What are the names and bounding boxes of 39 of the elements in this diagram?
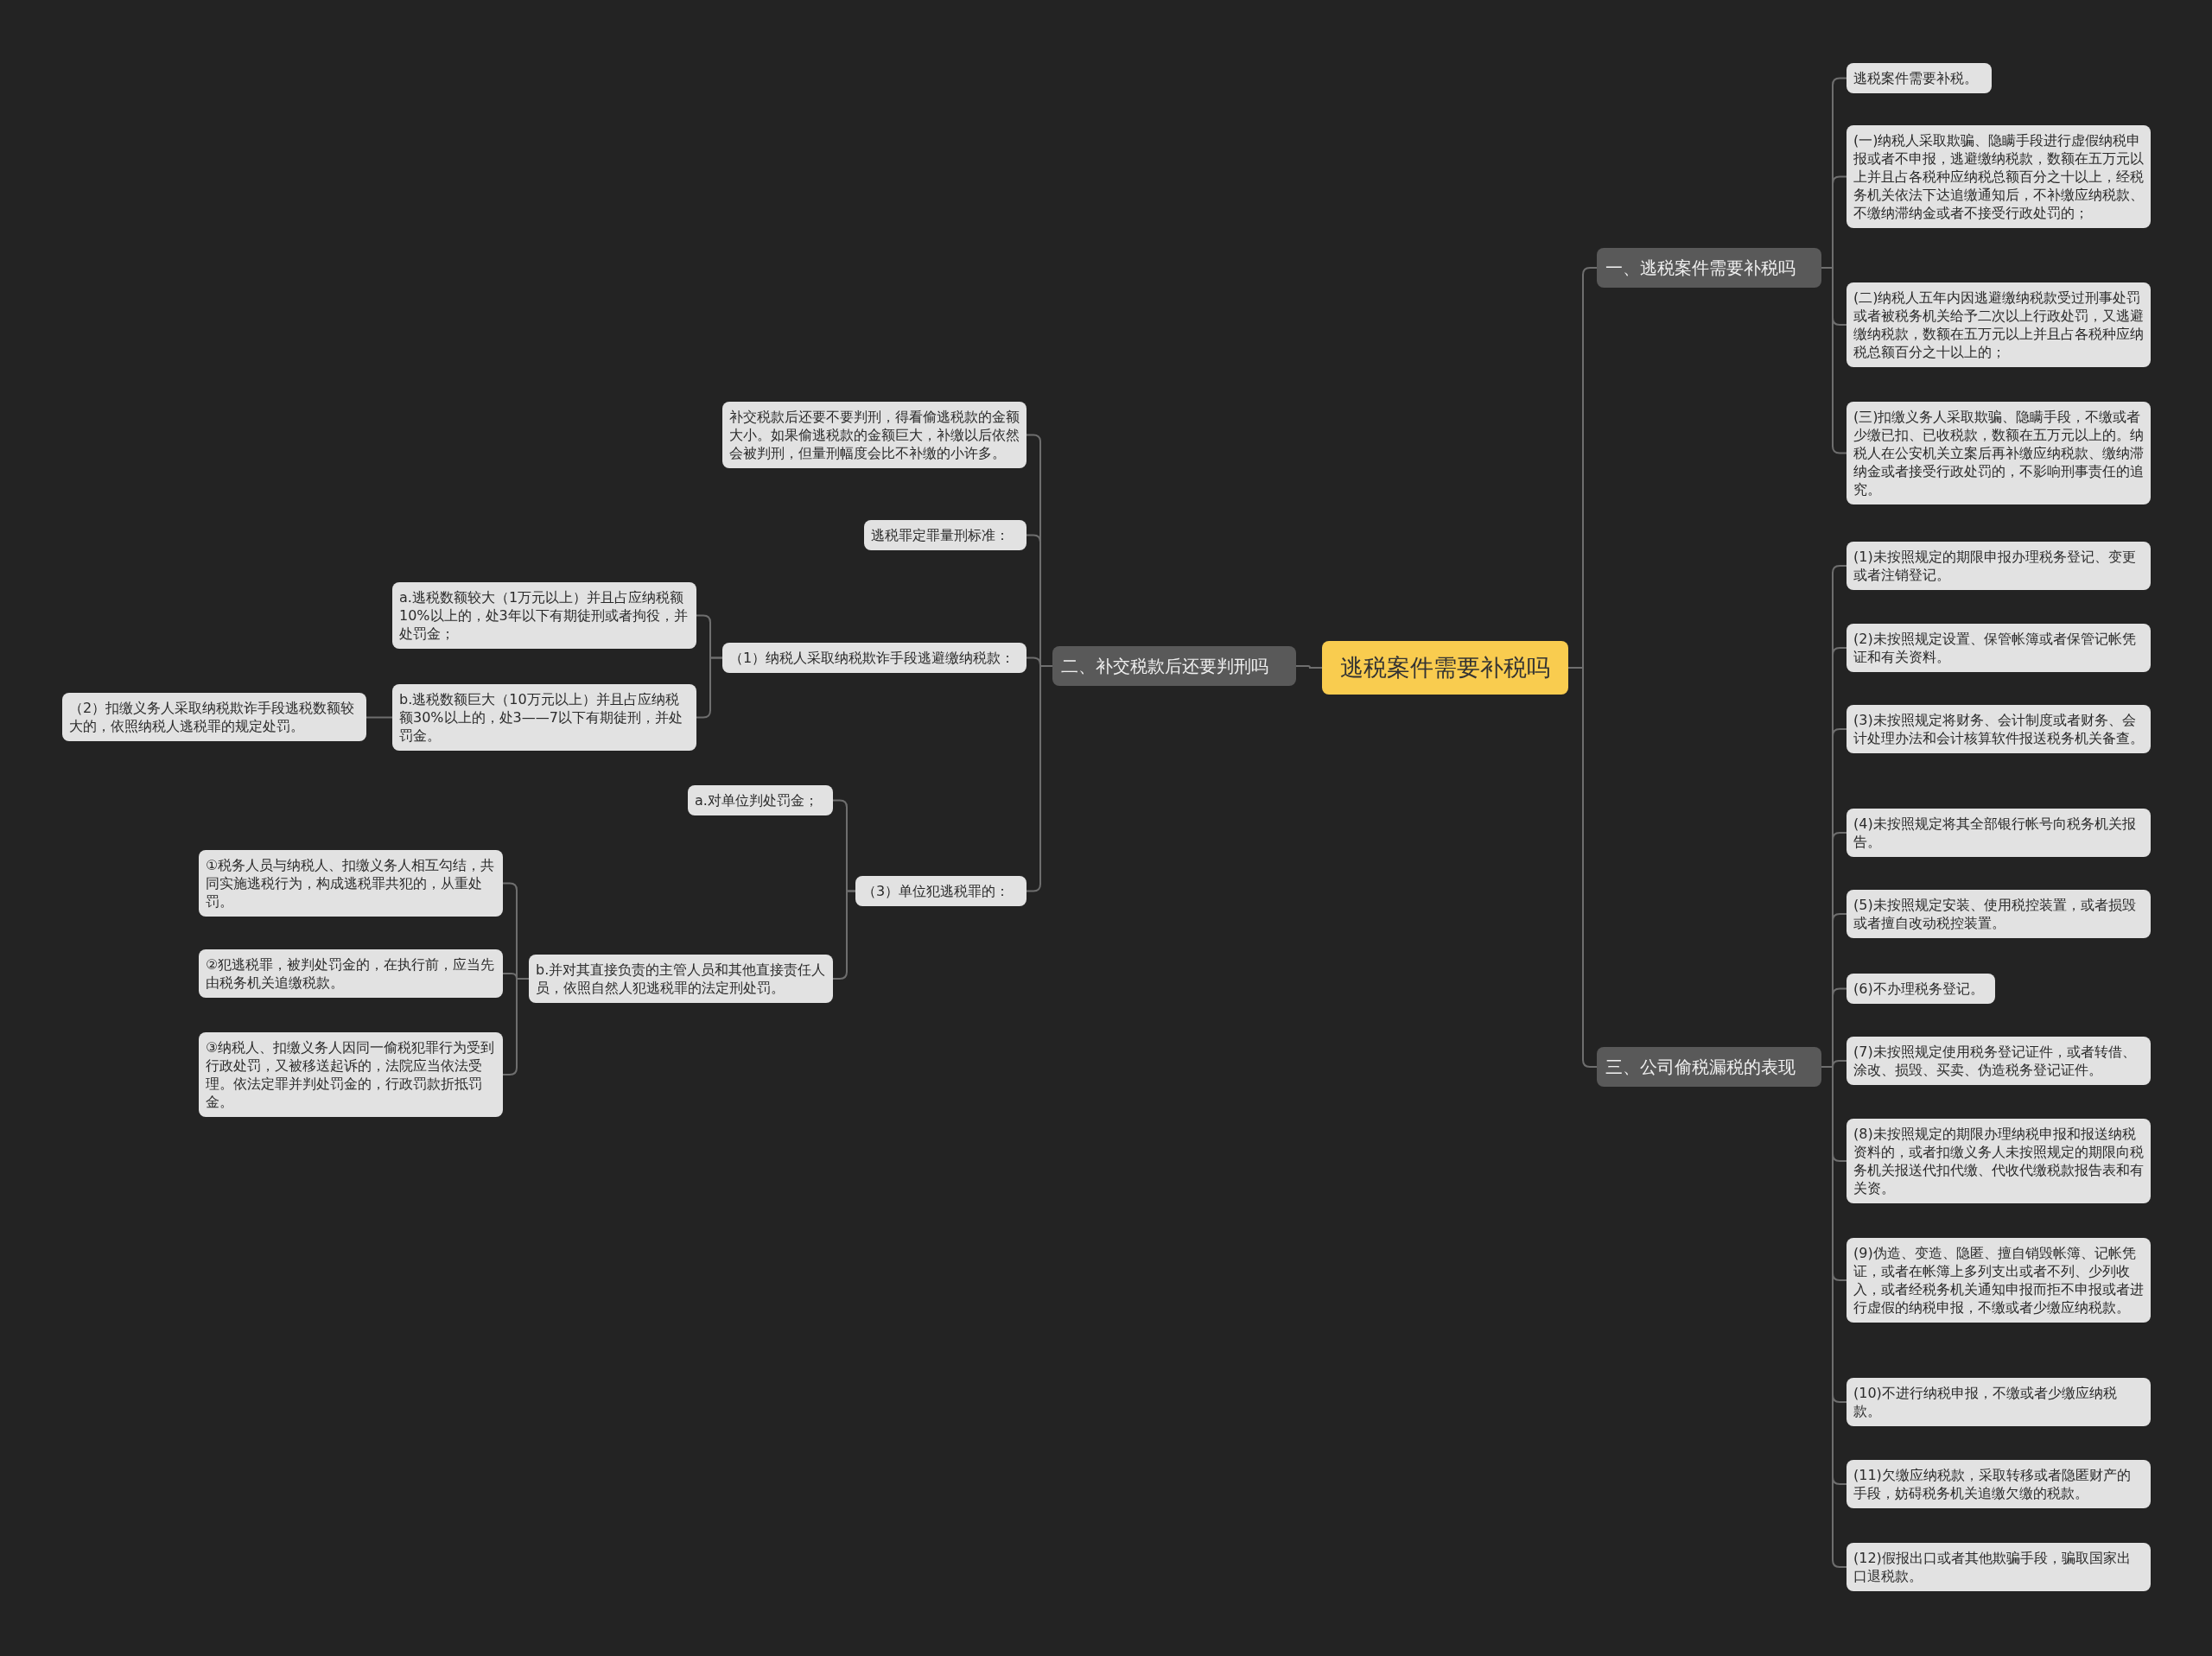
topic-card: (11)欠缴应纳税款，采取转移或者隐匿财产的手段，妨碍税务机关追缴欠缴的税款。 <box>1847 1460 2151 1508</box>
connector-line <box>1026 665 1053 892</box>
topic-card: (7)未按照规定使用税务登记证件，或者转借、涂改、损毁、买卖、伪造税务登记证件。 <box>1847 1037 2151 1085</box>
topic-card: 逃税案件需要补税。 <box>1847 63 1992 93</box>
topic-card: 补交税款后还要不要判刑，得看偷逃税款的金额大小。如果偷逃税款的金额巨大，补缴以后依然会被判刑，但量刑幅度会比不补缴的小许多。 <box>722 402 1027 468</box>
topic-card: （3）单位犯逃税罪的： <box>855 876 1027 906</box>
topic-card: (8)未按照规定的期限办理纳税申报和报送纳税资料的，或者扣缴义务人未按照规定的期限向税务机关报送代扣代缴、代收代缴税款报告表和有关资。 <box>1847 1119 2151 1203</box>
topic-card: (6)不办理税务登记。 <box>1847 974 1995 1004</box>
topic-card: 逃税罪定罪量刑标准： <box>864 520 1027 550</box>
topic-card: (一)纳税人采取欺骗、隐瞒手段进行虚假纳税申报或者不申报，逃避缴纳税款，数额在五万元以上并且占各税种应纳税总额百分之十以上，经税务机关依法下达追缴通知后，不补缴应纳税款、不缴纳滞纳金或者不接受行政处罚的； <box>1847 125 2151 228</box>
topic-card: (三)扣缴义务人采取欺骗、隐瞒手段，不缴或者少缴已扣、已收税款，数额在五万元以上的。纳税人在公安机关立案后再补缴应纳税款、缴纳滞纳金或者接受行政处罚的，不影响刑事责任的追究。 <box>1847 402 2151 504</box>
topic-card: (10)不进行纳税申报，不缴或者少缴应纳税款。 <box>1847 1378 2151 1426</box>
topic-card: （1）纳税人采取纳税欺诈手段逃避缴纳税款： <box>722 643 1027 673</box>
connector-line <box>832 890 856 980</box>
topic-card: b.逃税数额巨大（10万元以上）并且占应纳税额30%以上的，处3——7以下有期徒刑，并处罚金。 <box>392 684 696 751</box>
central-topic: 逃税案件需要补税吗 <box>1322 641 1568 695</box>
topic-card: (9)伪造、变造、隐匿、擅自销毁帐簿、记帐凭证，或者在帐簿上多列支出或者不列、少列收入，或者经税务机关通知申报而拒不申报或者进行虚假的纳税申报，不缴或者少缴应纳税款。 <box>1847 1238 2151 1323</box>
connector-line <box>365 716 393 719</box>
topic-card: a.对单位判处罚金； <box>688 785 833 815</box>
topic-card: ①税务人员与纳税人、扣缴义务人相互勾结，共同实施逃税行为，构成逃税罪共犯的，从重处罚。 <box>199 850 503 917</box>
topic-card: (2)未按照规定设置、保管帐簿或者保管记帐凭证和有关资料。 <box>1847 624 2151 672</box>
topic-card: （2）扣缴义务人采取纳税欺诈手段逃税数额较大的，依照纳税人逃税罪的规定处罚。 <box>62 693 366 741</box>
connector-line <box>1295 665 1323 669</box>
branch-topic: 二、补交税款后还要判刑吗 <box>1052 646 1296 686</box>
topic-card: (12)假报出口或者其他欺骗手段，骗取国家出口退税款。 <box>1847 1543 2151 1591</box>
topic-card: ③纳税人、扣缴义务人因同一偷税犯罪行为受到行政处罚，又被移送起诉的，法院应当依法受理。依法定罪并判处罚金的，行政罚款折抵罚金。 <box>199 1032 503 1117</box>
topic-card: b.并对其直接负责的主管人员和其他直接责任人员，依照自然人犯逃税罪的法定刑处罚。 <box>529 955 833 1003</box>
topic-card: (4)未按照规定将其全部银行帐号向税务机关报告。 <box>1847 809 2151 857</box>
topic-card: (5)未按照规定安装、使用税控装置，或者损毁或者擅自改动税控装置。 <box>1847 890 2151 938</box>
connector-line <box>1821 267 1847 454</box>
branch-topic: 三、公司偷税漏税的表现 <box>1597 1047 1821 1087</box>
topic-card: (二)纳税人五年内因逃避缴纳税款受过刑事处罚或者被税务机关给予二次以上行政处罚，又逃避缴纳税款，数额在五万元以上并且占各税种应纳税总额百分之十以上的； <box>1847 282 2151 367</box>
topic-card: ②犯逃税罪，被判处罚金的，在执行前，应当先由税务机关追缴税款。 <box>199 949 503 998</box>
connector-line <box>502 978 530 1075</box>
branch-topic: 一、逃税案件需要补税吗 <box>1597 248 1821 288</box>
connector-line <box>696 657 723 719</box>
topic-card: (1)未按照规定的期限申报办理税务登记、变更或者注销登记。 <box>1847 542 2151 590</box>
topic-card: (3)未按照规定将财务、会计制度或者财务、会计处理办法和会计核算软件报送税务机关备查。 <box>1847 705 2151 753</box>
topic-card: a.逃税数额较大（1万元以上）并且占应纳税额10%以上的，处3年以下有期徒刑或者拘役，并处罚金； <box>392 582 696 649</box>
